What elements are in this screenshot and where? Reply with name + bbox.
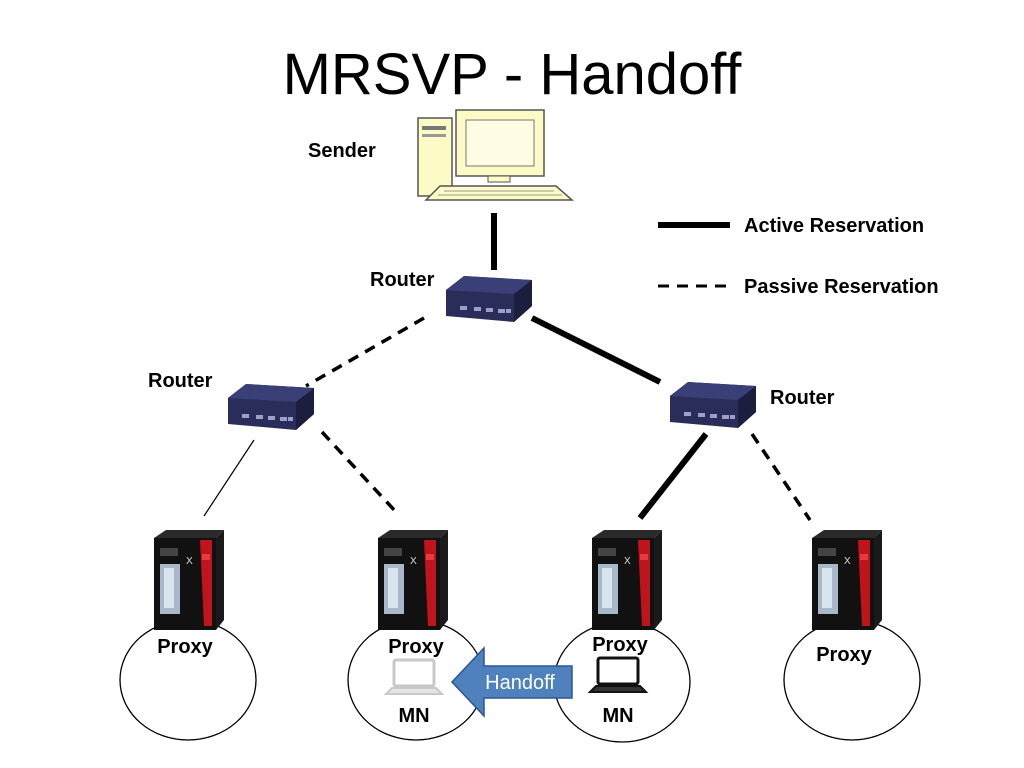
link-router-top-router-left xyxy=(305,316,425,388)
sender-label: Sender xyxy=(308,140,376,162)
link-router-left-proxy-1 xyxy=(203,439,255,517)
proxy-1-label: Proxy xyxy=(157,636,213,658)
link-router-right-proxy-4 xyxy=(750,433,812,521)
handoff-label: Handoff xyxy=(485,672,555,694)
mn-2-label: MN xyxy=(398,705,429,727)
router-top-label: Router xyxy=(370,269,435,291)
legend: Active Reservation Passive Reservation xyxy=(658,215,939,298)
proxy-1-server-icon xyxy=(154,530,224,630)
proxy-2-label: Proxy xyxy=(388,636,444,658)
router-left-label: Router xyxy=(148,370,213,392)
proxy-4-label: Proxy xyxy=(816,644,872,666)
router-right-icon xyxy=(670,382,756,428)
router-right-label: Router xyxy=(770,387,835,409)
page-title: MRSVP - Handoff xyxy=(283,42,743,107)
mn-3-label: MN xyxy=(602,705,633,727)
proxy-4-server-icon xyxy=(812,530,882,630)
proxy-2-server-icon xyxy=(378,530,448,630)
link-router-left-proxy-2 xyxy=(320,430,398,514)
sender-computer-icon xyxy=(417,109,574,201)
handoff-arrow: Handoff xyxy=(450,646,573,718)
legend-active-label: Active Reservation xyxy=(744,215,924,237)
proxy-3-server-icon xyxy=(592,530,662,630)
legend-passive-label: Passive Reservation xyxy=(744,276,939,298)
router-top-icon xyxy=(446,276,532,322)
router-left-icon xyxy=(228,384,314,430)
proxy-3-label: Proxy xyxy=(592,634,648,656)
link-router-right-proxy-3 xyxy=(637,432,709,520)
cell-4 xyxy=(783,619,921,741)
link-router-top-router-right xyxy=(530,315,662,385)
